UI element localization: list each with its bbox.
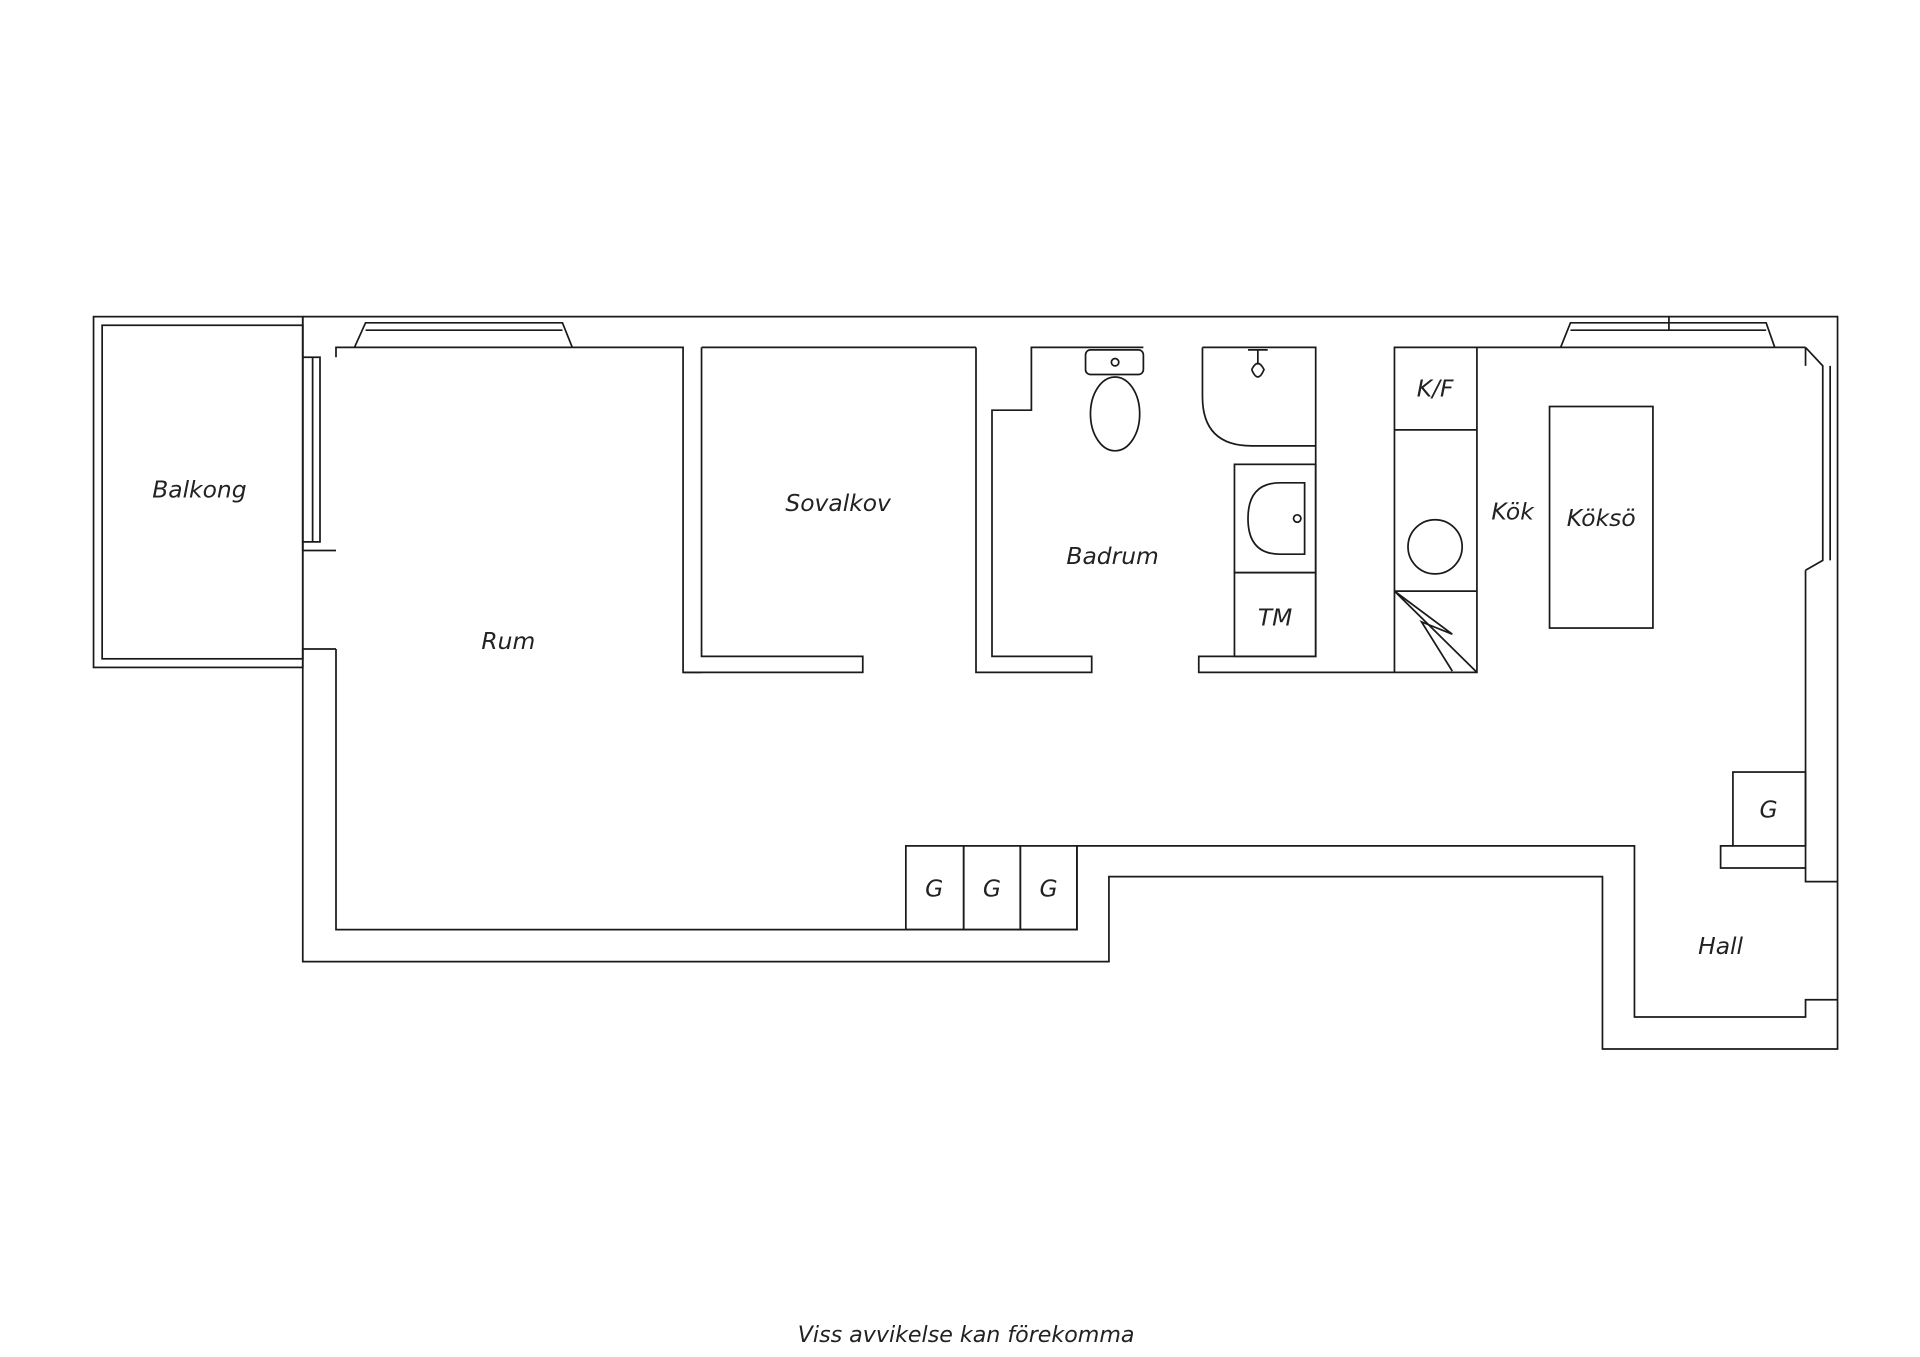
room-label-badrum: Badrum [1066, 542, 1158, 570]
label-kokso: Köksö [1567, 504, 1636, 532]
windows [302, 316, 1832, 571]
disclaimer-footer: Viss avvikelse kan förekomma [798, 1322, 1135, 1348]
oven-diagonal [1393, 590, 1478, 673]
room-label-sovalkov: Sovalkov [785, 489, 892, 517]
room-label-kok: Kök [1491, 498, 1535, 526]
label-g4: G [1760, 796, 1778, 824]
room-label-balkong: Balkong [152, 476, 246, 504]
label-g3: G [1040, 874, 1058, 902]
kitchen-island [1548, 405, 1654, 629]
storage-g3 [1019, 845, 1078, 931]
walls [92, 315, 1839, 1050]
electric-icon [1393, 590, 1454, 672]
room-label-rum: Rum [481, 627, 535, 655]
label-g2: G [983, 874, 1001, 902]
shower [1201, 347, 1316, 447]
label-g1: G [925, 874, 943, 902]
stove-icon [1407, 518, 1464, 575]
sink [1233, 463, 1317, 574]
label-tm: TM [1258, 604, 1292, 632]
shower-head-icon [1248, 349, 1268, 378]
toilet-icon [1084, 349, 1145, 452]
room-label-hall: Hall [1698, 932, 1743, 960]
label-kf: K/F [1417, 375, 1454, 403]
storage-g4 [1732, 771, 1807, 847]
